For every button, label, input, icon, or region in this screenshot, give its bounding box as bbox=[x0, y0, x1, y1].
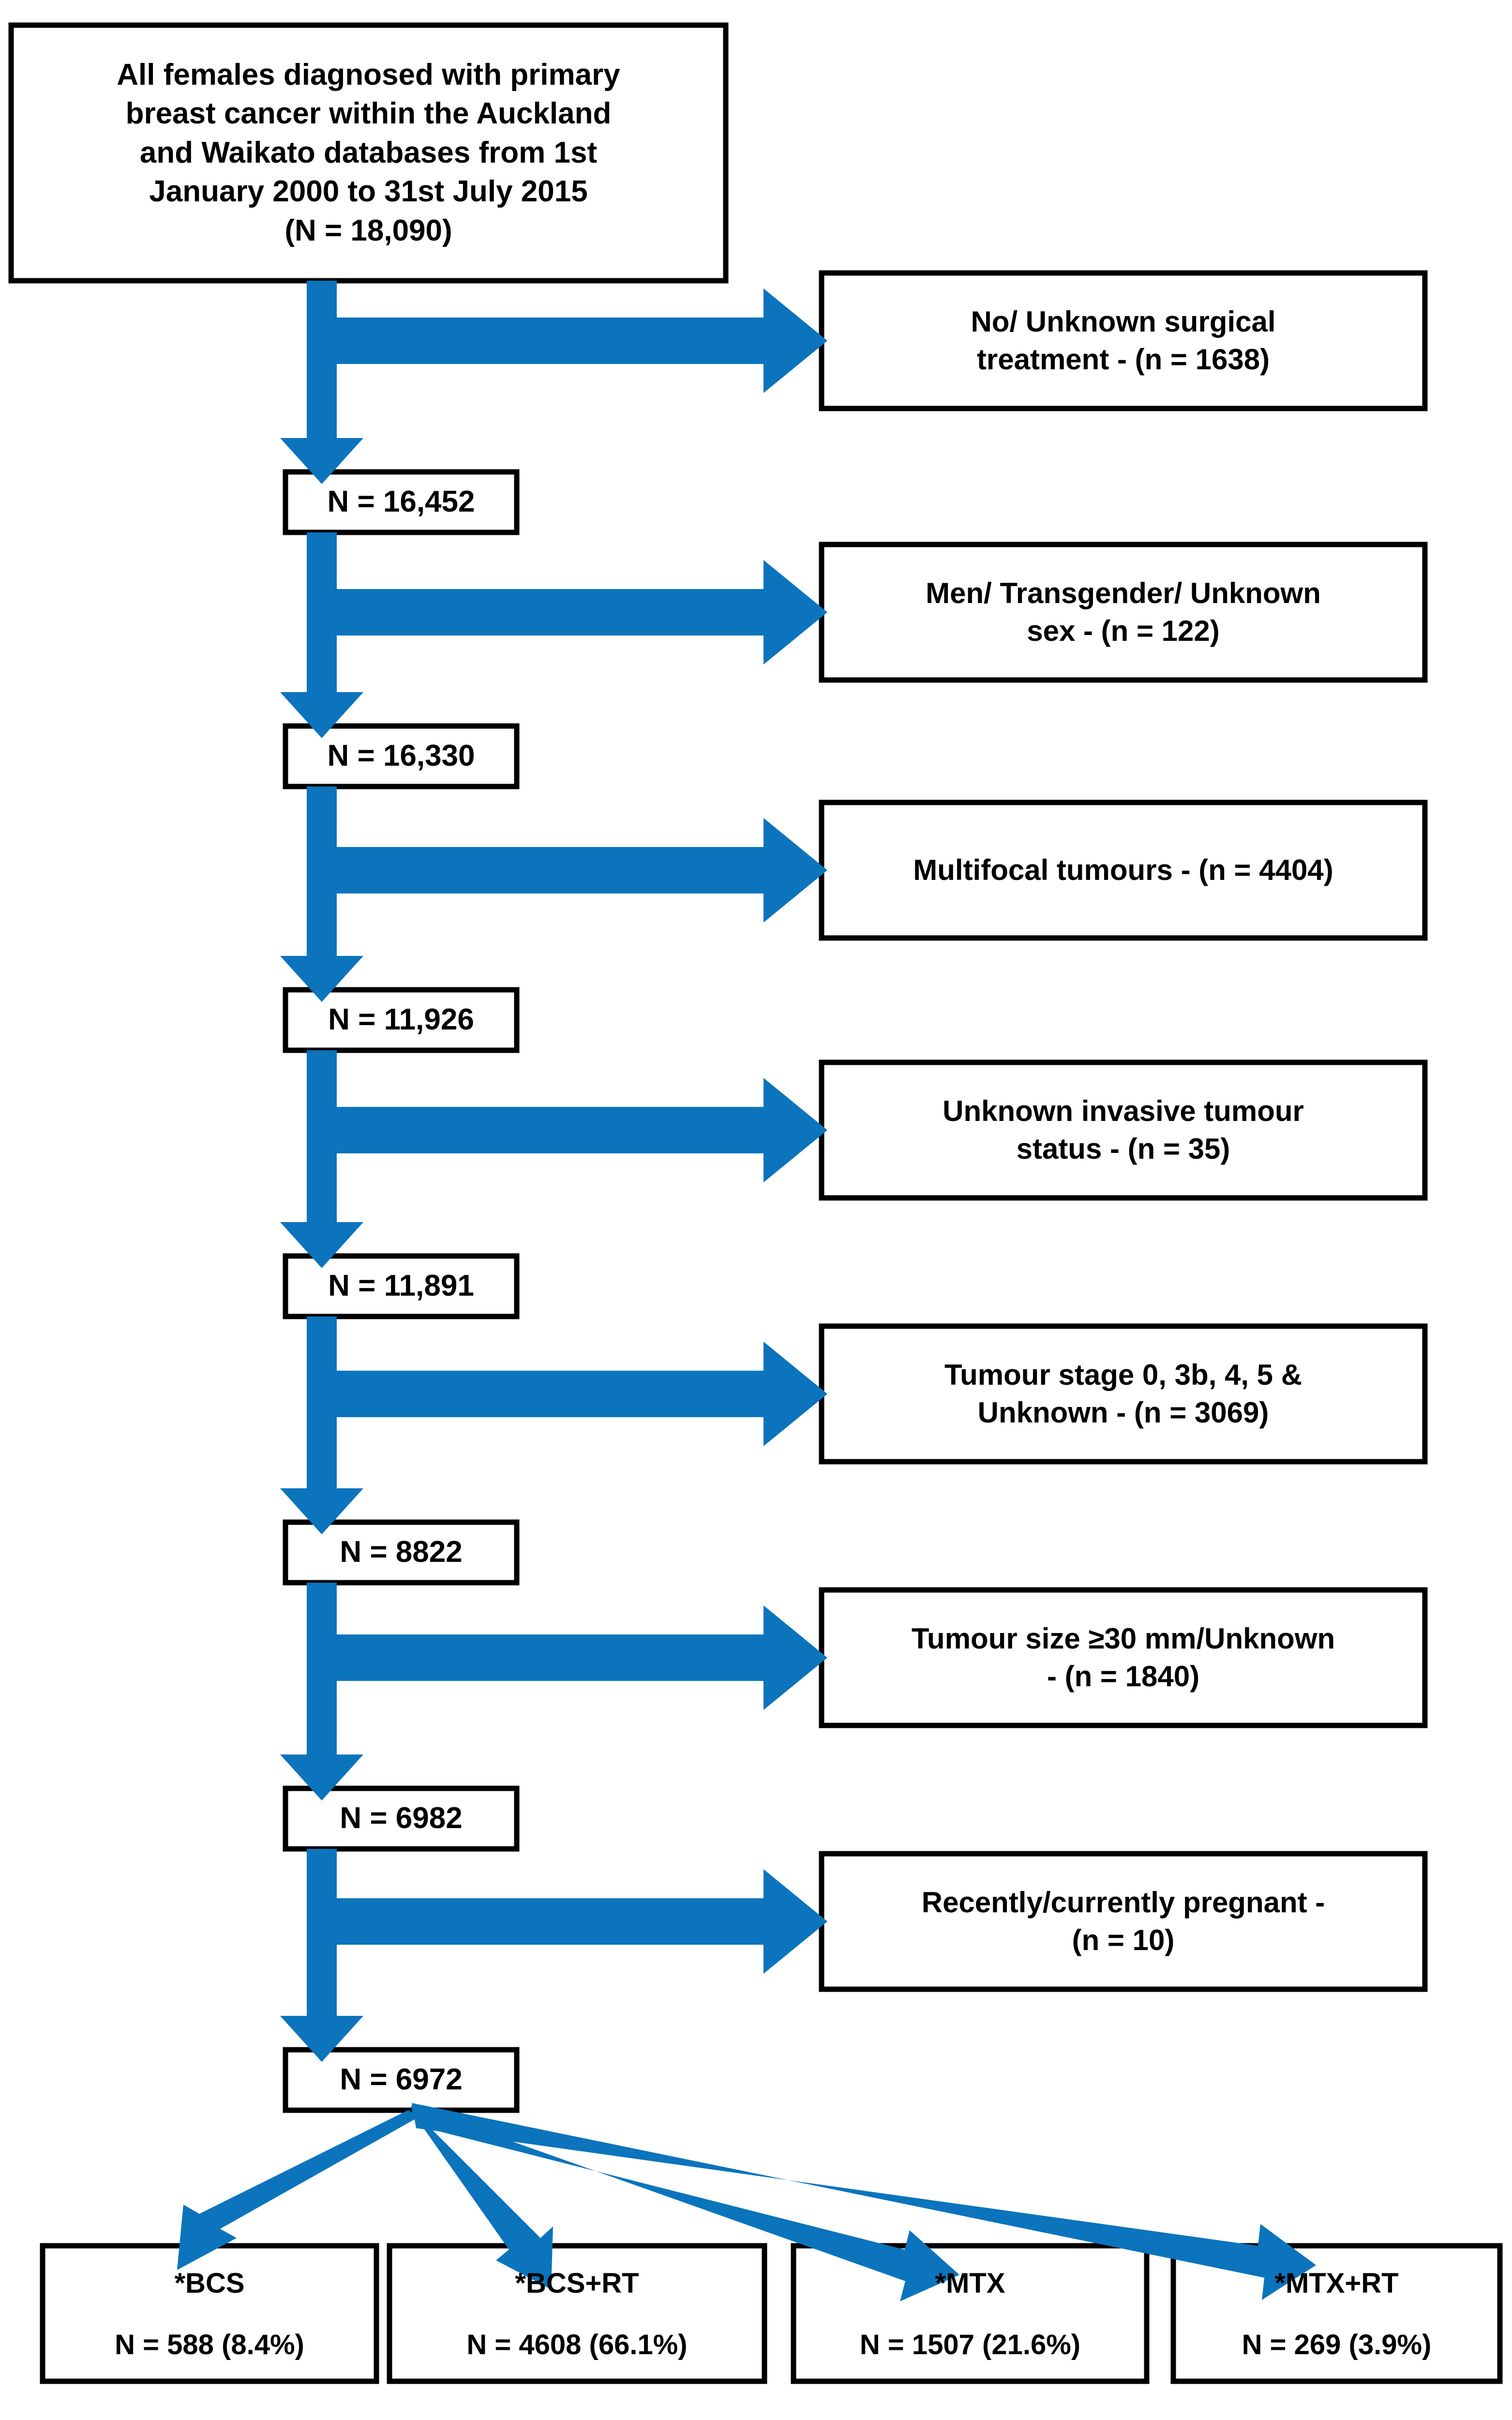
outcome-box-title-o4: *MTX+RT bbox=[1274, 2267, 1399, 2299]
cohort-box-rect-n7 bbox=[283, 2047, 520, 2113]
cohort-box-rect-n6 bbox=[283, 1785, 520, 1852]
exclusion-box-text-e1: No/ Unknown surgical treatment - (n = 16… bbox=[971, 305, 1276, 376]
flow-arrow-right-7 bbox=[337, 1869, 827, 1974]
cohort-box-label-n5: N = 8822 bbox=[340, 1535, 463, 1569]
exclusion-box-rect-e2 bbox=[819, 542, 1428, 683]
flow-arrow-fan-1 bbox=[177, 2110, 420, 2270]
flow-arrow-right-3 bbox=[337, 818, 827, 923]
outcome-box-stat-o3: N = 1507 (21.6%) bbox=[859, 2329, 1081, 2361]
flow-arrow-right-6 bbox=[337, 1605, 827, 1710]
outcome-box-title-o3: *MTX bbox=[935, 2267, 1005, 2299]
flow-arrow-right-5 bbox=[337, 1342, 827, 1446]
outcome-box-title-o1: *BCS bbox=[174, 2267, 245, 2299]
cohort-box-rect-n3 bbox=[283, 987, 520, 1053]
source-box-text: All females diagnosed with primary breas… bbox=[117, 58, 620, 247]
cohort-box-label-n6: N = 6982 bbox=[340, 1801, 463, 1835]
cohort-box-rect-n2 bbox=[283, 723, 520, 789]
flow-arrow-down-5 bbox=[280, 1316, 363, 1534]
box-outlines bbox=[8, 22, 1503, 2384]
exclusion-box-text-e5: Tumour stage 0, 3b, 4, 5 & Unknown - (n … bbox=[944, 1359, 1302, 1429]
exclusion-box-text-e2: Men/ Transgender/ Unknown sex - (n = 122… bbox=[926, 577, 1321, 647]
source-box-rect bbox=[8, 22, 729, 284]
flow-arrow-fan-2 bbox=[410, 2109, 553, 2289]
flow-arrow-down-2 bbox=[280, 532, 363, 738]
cohort-box-label-n4: N = 11,891 bbox=[328, 1269, 474, 1303]
flow-arrow-down-4 bbox=[280, 1050, 363, 1268]
cohort-box-label-n2: N = 16,330 bbox=[327, 739, 475, 773]
flow-arrow-right-4 bbox=[337, 1078, 827, 1182]
outcome-box-stat-o4: N = 269 (3.9%) bbox=[1242, 2329, 1432, 2361]
cohort-box-label-n7: N = 6972 bbox=[340, 2063, 463, 2097]
flow-arrow-right-1 bbox=[337, 288, 827, 393]
flow-arrow-right-2 bbox=[337, 560, 827, 665]
flow-arrow-down-7 bbox=[280, 1849, 363, 2062]
exclusion-box-rect-e4 bbox=[819, 1059, 1428, 1201]
flow-arrow-down-6 bbox=[280, 1583, 363, 1800]
outcome-box-stat-o1: N = 588 (8.4%) bbox=[115, 2329, 304, 2361]
exclusion-box-text-e3: Multifocal tumours - (n = 4404) bbox=[913, 854, 1333, 886]
exclusion-box-rect-e5 bbox=[819, 1323, 1428, 1465]
outcome-box-rect-o1 bbox=[40, 2243, 379, 2384]
cohort-box-rect-n4 bbox=[283, 1253, 520, 1319]
flow-arrow-fan-3 bbox=[411, 2105, 959, 2301]
exclusion-box-text-e6: Tumour size ≥30 mm/Unknown - (n = 1840) bbox=[911, 1622, 1335, 1693]
flow-arrow-fan-4 bbox=[412, 2103, 1316, 2300]
exclusion-box-text-e7: Recently/currently pregnant - (n = 10) bbox=[921, 1886, 1325, 1956]
outcome-box-rect-o2 bbox=[387, 2243, 767, 2384]
flow-arrows bbox=[177, 281, 1316, 2301]
exclusion-box-rect-e7 bbox=[819, 1851, 1428, 1992]
cohort-box-rect-n5 bbox=[283, 1519, 520, 1586]
exclusion-box-rect-e6 bbox=[819, 1587, 1428, 1728]
outcome-box-title-o2: *BCS+RT bbox=[515, 2267, 639, 2299]
exclusion-box-rect-e3 bbox=[819, 800, 1428, 941]
exclusion-box-text-e4: Unknown invasive tumour status - (n = 35… bbox=[943, 1095, 1304, 1165]
cohort-box-label-n1: N = 16,452 bbox=[327, 485, 475, 519]
cohort-box-rect-n1 bbox=[283, 469, 520, 535]
cohort-box-label-n3: N = 11,926 bbox=[328, 1003, 474, 1037]
flow-arrow-down-1 bbox=[280, 281, 363, 484]
outcome-box-rect-o3 bbox=[791, 2243, 1150, 2384]
outcome-box-stat-o2: N = 4608 (66.1%) bbox=[466, 2329, 688, 2361]
flow-arrow-down-3 bbox=[280, 786, 363, 1002]
